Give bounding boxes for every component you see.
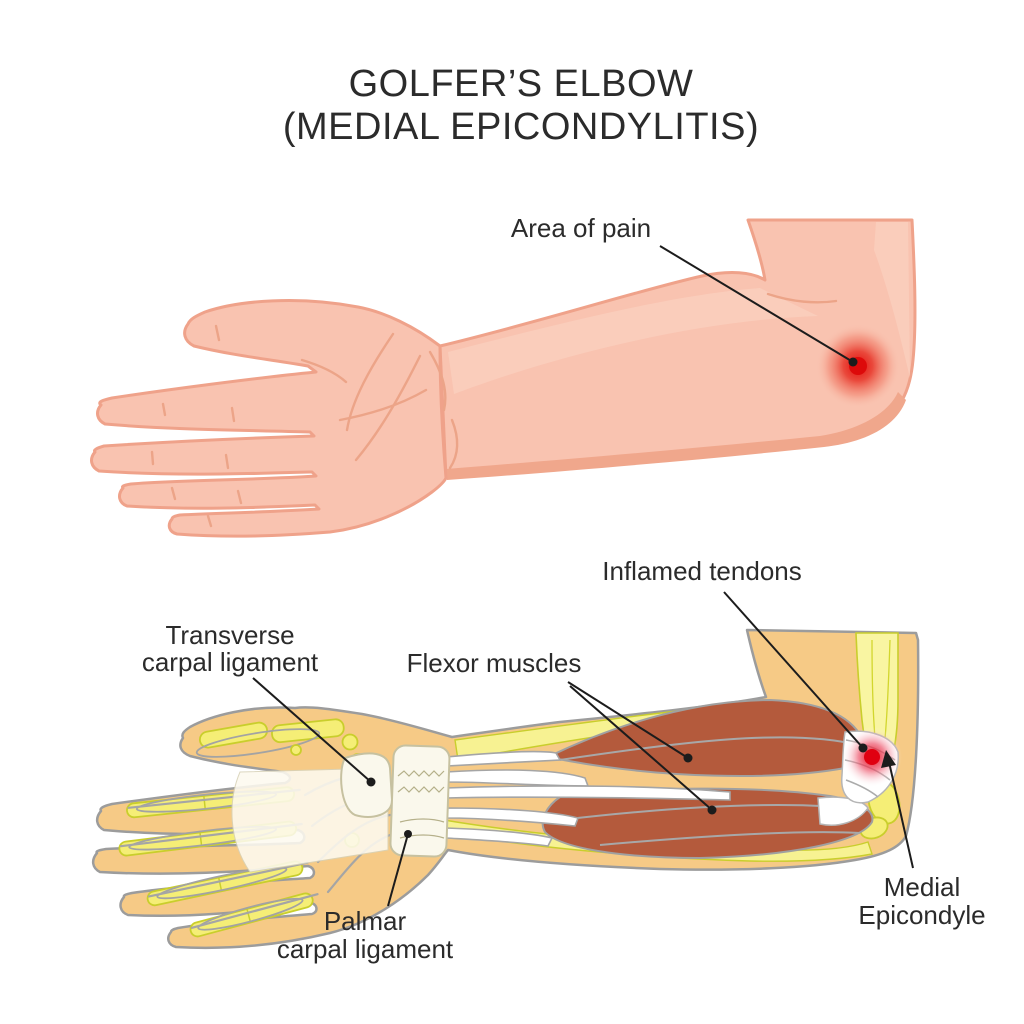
area-of-pain-label: Area of pain — [511, 213, 651, 243]
forearm-tendon-ribbon — [445, 807, 580, 827]
palmar-carpal-ligament-leader-dot — [404, 830, 412, 838]
forearm-highlight — [448, 288, 818, 394]
finger-joint-line — [203, 795, 207, 810]
finger-crease-line — [206, 514, 213, 528]
band-stitch-line — [399, 834, 445, 839]
wrist-band — [389, 744, 451, 858]
inflamed-tendons-leader-dot — [858, 743, 868, 753]
flexor-muscles-leader-line-1 — [567, 681, 689, 759]
title-line-1: GOLFER’S ELBOW — [349, 63, 694, 105]
transverse-carpal-ligament — [340, 752, 394, 818]
inflamed-tendons-label: Inflamed tendons — [602, 556, 801, 586]
flexor-muscles-label: Flexor muscles — [407, 648, 582, 678]
flexor-muscles-leader-dot-2 — [707, 805, 717, 815]
forearm-tendon-ribbon — [445, 785, 731, 801]
finger-tendon-sheath — [197, 897, 304, 931]
band-stitch-line — [399, 818, 445, 823]
finger-joint-line — [217, 877, 223, 892]
wrist-crease-line — [428, 350, 447, 412]
palmar-carpal-ligament-band — [389, 744, 451, 858]
thumb-sesamoid-bone — [341, 733, 359, 751]
muscle-tendon-line — [559, 736, 859, 761]
area-of-pain-leader-line — [659, 245, 854, 363]
finger-tendon-line — [190, 893, 319, 929]
area-of-pain-leader-dot — [848, 357, 858, 367]
palmar-carpal-ligament-label-line1: Palmar — [324, 906, 407, 936]
thumb-bones — [195, 718, 359, 758]
finger-crease-line — [224, 453, 230, 470]
transverse-carpal-ligament-label-line2: carpal ligament — [142, 647, 319, 677]
inflamed-tendons-callout: Inflamed tendons — [602, 556, 868, 753]
transverse-carpal-ligament-leader-line — [252, 677, 372, 783]
diagram-title: GOLFER’S ELBOW (MEDIAL EPICONDYLITIS) — [283, 63, 759, 148]
finger-tendon-line — [147, 861, 309, 898]
external-arm-figure — [90, 218, 917, 538]
ring-finger-bones — [146, 860, 309, 907]
tendon-fan-line — [845, 779, 879, 798]
wrist-crease-line — [448, 418, 459, 470]
medial-epicondyle-leader-arrowhead — [881, 750, 896, 768]
medial-epicondyle-label-line2: Epicondyle — [858, 900, 985, 930]
transverse-carpal-ligament-callout: Transverse carpal ligament — [142, 620, 376, 787]
thumb-metacarpal-bone — [271, 718, 345, 744]
finger-joint-line — [246, 908, 252, 923]
title-line-2: (MEDIAL EPICONDYLITIS) — [283, 106, 759, 148]
thumb-web-crease-line — [300, 358, 348, 384]
carpal-bone — [290, 744, 302, 756]
thumb-tendon-sheath — [195, 728, 321, 758]
flexor-muscles-callout: Flexor muscles — [407, 648, 717, 815]
band-stitch-line — [397, 770, 445, 777]
forearm-tendon-ribbon — [445, 750, 562, 767]
finger-tendon-sheath — [156, 866, 288, 900]
inflamed-tendons-leader-line — [723, 591, 864, 749]
forearm-tendon-ribbon — [445, 827, 554, 847]
palm-crease-line — [354, 354, 422, 462]
flexor-muscles-leader-line-2 — [569, 685, 713, 811]
medial-epicondyle-leader-line — [888, 761, 914, 869]
band-stitch-line — [397, 786, 445, 793]
palmar-carpal-ligament-leader-line — [387, 833, 409, 907]
finger-crease-line — [150, 450, 155, 466]
medial-epicondyle-label-line1: Medial — [884, 872, 961, 902]
elbow-lower-tendon — [817, 796, 869, 826]
pinky-finger-bones — [189, 892, 319, 938]
finger-crease-line — [236, 489, 243, 505]
arm-underside-shadow — [446, 392, 906, 480]
flexor-muscles-leader-dot-1 — [683, 753, 693, 763]
transverse-carpal-ligament-leader-dot — [366, 777, 376, 787]
palmar-carpal-ligament-label-line2: carpal ligament — [277, 934, 454, 964]
area-of-pain-callout: Area of pain — [511, 213, 858, 367]
palm-crease-line — [345, 332, 395, 432]
anatomy-arm-figure — [91, 628, 920, 950]
medial-epicondyle-callout: Medial Epicondyle — [858, 750, 986, 930]
finger-crease-line — [230, 406, 236, 423]
finger-crease-line — [161, 402, 167, 417]
palm-crease-line — [338, 388, 428, 422]
pain-spot — [816, 324, 900, 408]
thumb-crease-line — [214, 324, 221, 342]
muscle-tendon-line — [599, 831, 861, 846]
inflamed-center — [864, 749, 880, 765]
hand-silhouette — [90, 299, 448, 538]
finger-joint-line — [199, 832, 203, 847]
elbow-crease-line — [766, 292, 838, 304]
upperarm-highlight — [874, 222, 910, 378]
finger-crease-line — [170, 486, 177, 501]
palmar-carpal-ligament-callout: Palmar carpal ligament — [277, 830, 454, 964]
transverse-carpal-ligament-label-line1: Transverse — [165, 620, 294, 650]
